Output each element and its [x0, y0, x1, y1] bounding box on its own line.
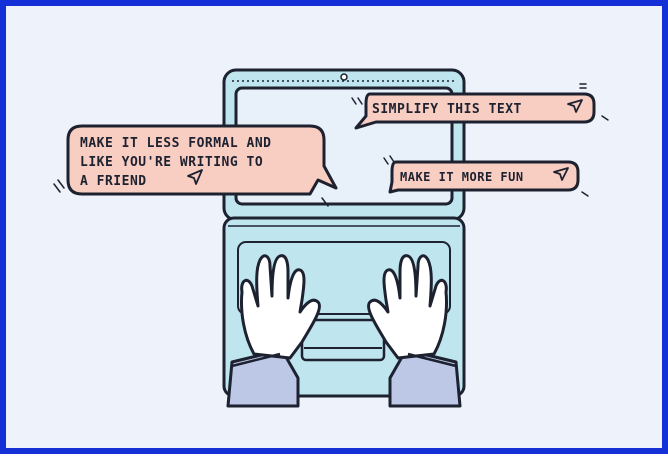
send-arrow-icon [567, 99, 583, 113]
speech-bubble-top-right: SIMPLIFY THIS TEXT [351, 83, 609, 130]
webcam-icon [340, 73, 348, 81]
speech-bubble-mid-right: MAKE IT MORE FUN [383, 155, 589, 197]
send-arrow-icon [187, 169, 203, 185]
bubble-left-line2: LIKE YOU'RE WRITING TO [80, 155, 263, 170]
left-hand [226, 254, 321, 408]
motion-lines [351, 83, 609, 121]
motion-lines [53, 179, 329, 207]
bubble-left-line3: A FRIEND [80, 174, 147, 189]
bubble-left-line1: MAKE IT LESS FORMAL AND [80, 136, 272, 151]
speech-bubble-left: MAKE IT LESS FORMAL AND LIKE YOU'RE WRIT… [53, 124, 338, 207]
bubble-mid-right-text: MAKE IT MORE FUN [400, 170, 524, 184]
right-hand [367, 254, 462, 408]
bubble-top-right-text: SIMPLIFY THIS TEXT [372, 102, 522, 117]
motion-lines [383, 155, 589, 197]
laptop-illustration: MAKE IT LESS FORMAL AND LIKE YOU'RE WRIT… [53, 68, 609, 408]
trackpad [300, 318, 386, 362]
send-arrow-icon [553, 167, 569, 181]
